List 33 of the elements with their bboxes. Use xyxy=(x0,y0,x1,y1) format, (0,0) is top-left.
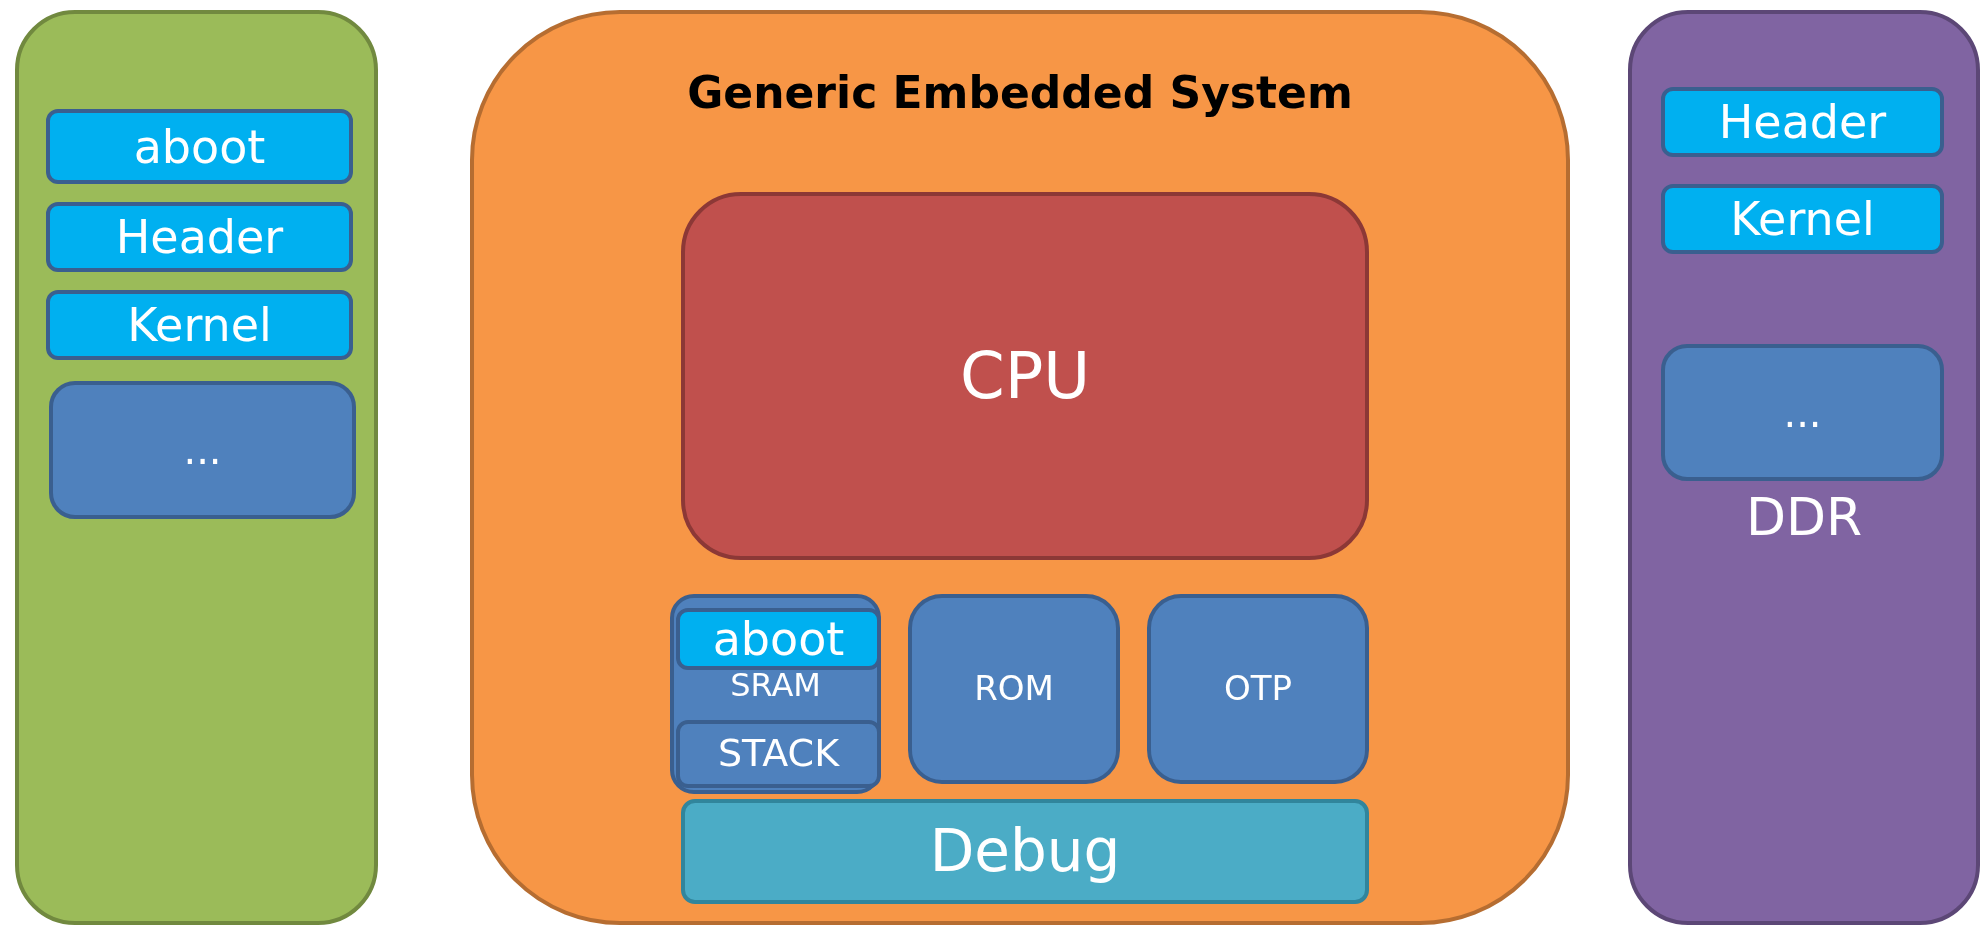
block-label: OTP xyxy=(1223,670,1292,708)
block-label: Header xyxy=(115,211,284,263)
container-panel xyxy=(470,10,1570,925)
container-panel xyxy=(1628,10,1980,925)
block-box xyxy=(676,720,881,788)
block-box xyxy=(1661,87,1944,157)
block-box xyxy=(681,799,1369,904)
block-label: aboot xyxy=(712,613,845,665)
block-label: ROM xyxy=(974,670,1054,708)
block-box xyxy=(1661,184,1944,254)
block-box xyxy=(46,202,353,272)
block-box xyxy=(49,381,356,519)
block-box xyxy=(676,608,881,670)
block-label: aboot xyxy=(133,121,266,172)
block-box xyxy=(681,192,1369,560)
block-label: Kernel xyxy=(1730,193,1875,245)
block-box xyxy=(46,290,353,360)
block-label: CPU xyxy=(959,340,1091,412)
block-label: ... xyxy=(183,428,222,472)
block-label: STACK xyxy=(717,733,840,775)
title-text: Generic Embedded System xyxy=(687,69,1353,118)
block-box xyxy=(1661,344,1944,481)
block-box xyxy=(908,594,1120,784)
memory-panel xyxy=(15,10,378,925)
block-label: ... xyxy=(1783,390,1822,435)
panel-label: SRAM xyxy=(730,668,821,704)
panel-label: DDR xyxy=(1745,489,1863,547)
container-panel xyxy=(670,594,881,794)
block-label: Kernel xyxy=(127,299,272,351)
block-label: Debug xyxy=(929,819,1121,884)
block-box xyxy=(46,109,353,184)
block-label: Header xyxy=(1718,96,1887,148)
block-box xyxy=(1147,594,1369,784)
